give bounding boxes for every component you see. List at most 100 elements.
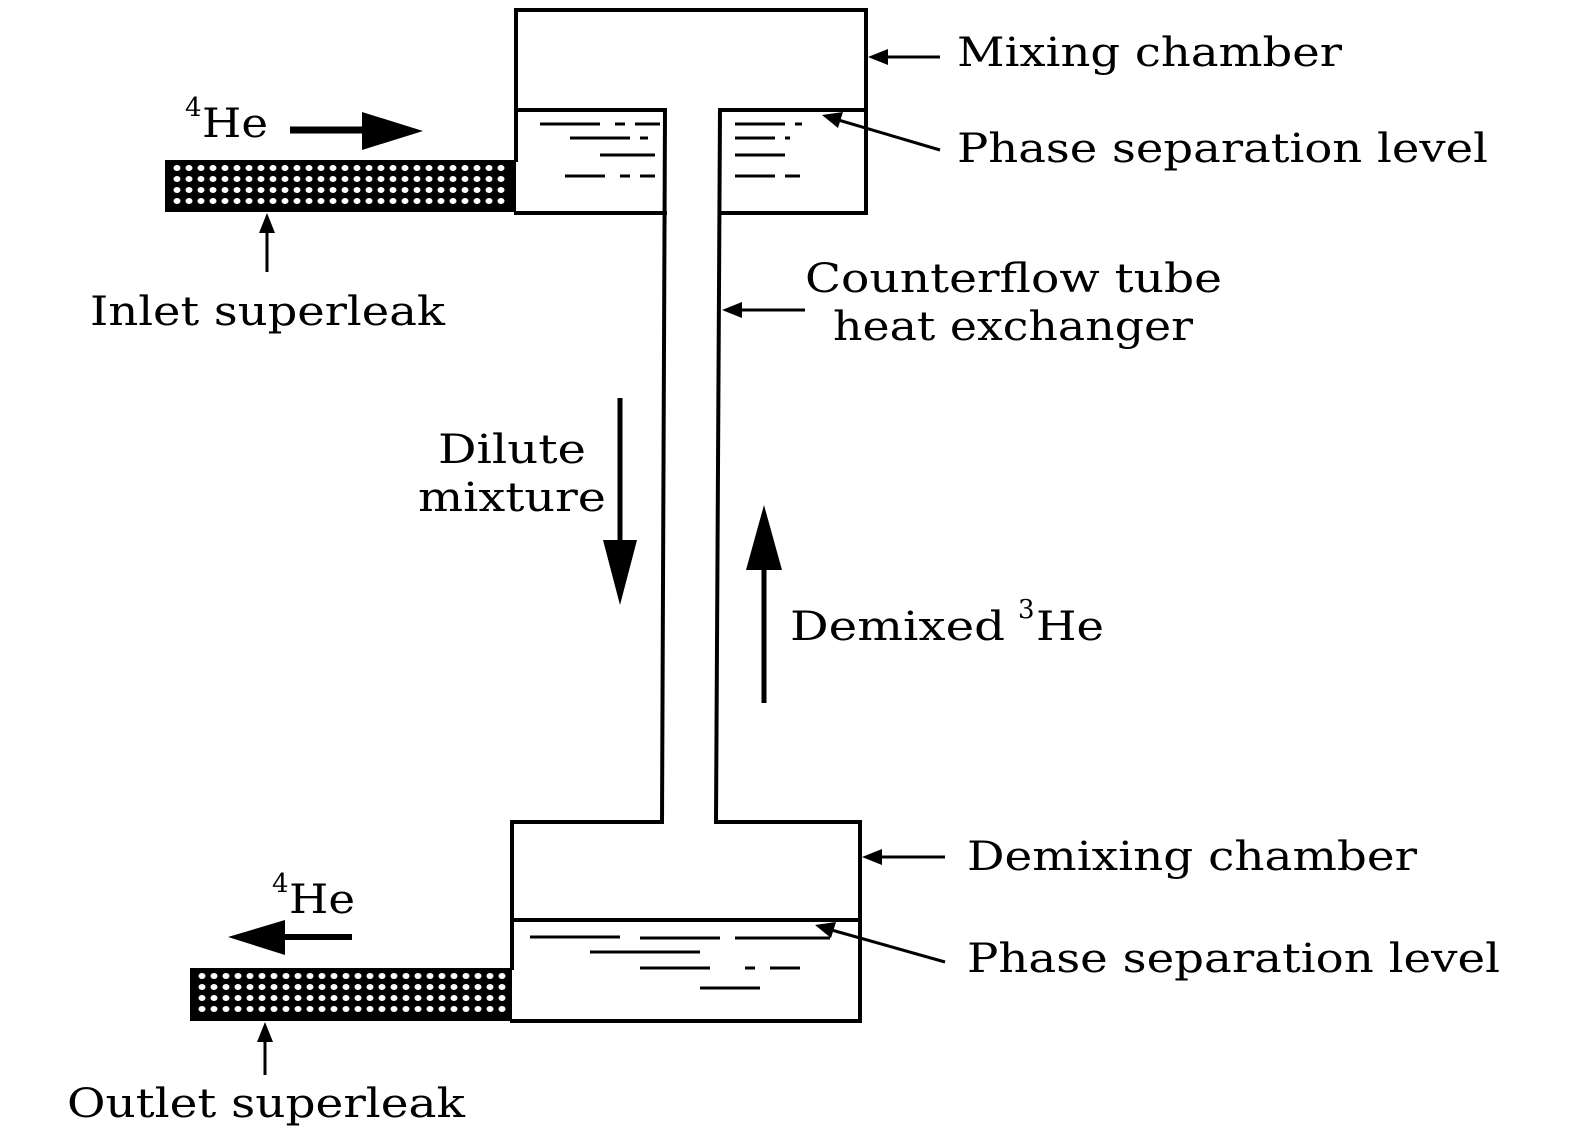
superleak-pore (257, 176, 265, 182)
superleak-pore (233, 198, 241, 204)
superleak-pore (414, 1006, 422, 1012)
superleak-pore (269, 187, 277, 193)
superleak-pore (209, 165, 217, 171)
liquid-lines-top (540, 122, 802, 178)
superleak-pore (222, 973, 230, 979)
superleak-pore (425, 165, 433, 171)
superleak-pore (402, 973, 410, 979)
superleak-pore (246, 995, 254, 1001)
superleak-pore (198, 1006, 206, 1012)
superleak-pore (413, 187, 421, 193)
superleak-pore (329, 187, 337, 193)
superleak-pore (437, 176, 445, 182)
superleak-pore (377, 165, 385, 171)
superleak-pore (413, 176, 421, 182)
superleak-pore (330, 984, 338, 990)
superleak-pore (305, 198, 313, 204)
superleak-pore (437, 187, 445, 193)
superleak-pore (498, 984, 506, 990)
superleak-pore (366, 984, 374, 990)
label-dilute-line1: Dilute (438, 427, 586, 473)
superleak-pore (390, 1006, 398, 1012)
superleak-pore (438, 995, 446, 1001)
superleak-pore (366, 995, 374, 1001)
superleak-pore (185, 198, 193, 204)
label-phase-separation-bottom: Phase separation level (967, 936, 1500, 982)
superleak-pore (293, 165, 301, 171)
superleak-pore (305, 187, 313, 193)
superleak-pore (341, 198, 349, 204)
demixing-chamber (510, 820, 862, 1023)
superleak-pore (197, 165, 205, 171)
superleak-pore (354, 995, 362, 1001)
superleak-pore (401, 187, 409, 193)
superleak-pore (317, 187, 325, 193)
superleak-pore (197, 187, 205, 193)
superleak-pore (473, 176, 481, 182)
superleak-pore (389, 165, 397, 171)
superleak-pore (330, 995, 338, 1001)
superleak-pore (293, 176, 301, 182)
superleak-pore (389, 187, 397, 193)
superleak-pore (413, 198, 421, 204)
superleak-pore (462, 1006, 470, 1012)
superleak-pore (402, 984, 410, 990)
superleak-pore (402, 1006, 410, 1012)
superleak-pore (366, 973, 374, 979)
superleak-pore (221, 176, 229, 182)
superleak-pore (437, 198, 445, 204)
superleak-pore (425, 176, 433, 182)
superleak-pore (270, 973, 278, 979)
superleak-pore (390, 995, 398, 1001)
superleak-pore (341, 165, 349, 171)
superleak-pore (425, 187, 433, 193)
superleak-pore (282, 1006, 290, 1012)
superleak-pore (438, 973, 446, 979)
superleak-pore (461, 165, 469, 171)
superleak-pore (258, 984, 266, 990)
superleak-pore (365, 176, 373, 182)
superleak-pore (281, 198, 289, 204)
superleak-pore (485, 165, 493, 171)
superleak-pore (450, 1006, 458, 1012)
superleak-pore (474, 1006, 482, 1012)
superleak-pore (449, 176, 457, 182)
superleak-pore (281, 165, 289, 171)
superleak-pore (257, 165, 265, 171)
leader-arrows (257, 49, 946, 1075)
superleak-pore (449, 187, 457, 193)
superleak-pore (461, 176, 469, 182)
superleak-pore (210, 995, 218, 1001)
superleak-pore (257, 187, 265, 193)
superleak-pore (318, 984, 326, 990)
superleak-pore (437, 165, 445, 171)
superleak-pore (498, 1006, 506, 1012)
superleak-pore (342, 973, 350, 979)
superleak-pore (173, 165, 181, 171)
superleak-pore (198, 995, 206, 1001)
label-counterflow-line1: Counterflow tube (805, 256, 1222, 302)
superleak-pore (270, 984, 278, 990)
label-demixed-superscript: 3 (1018, 595, 1035, 625)
superleak-pore (245, 198, 253, 204)
superleak-pore (294, 984, 302, 990)
inlet-superleak-porous-plug (165, 160, 516, 212)
superleak-pore (486, 973, 494, 979)
superleak-pore (353, 187, 361, 193)
superleak-pore (450, 984, 458, 990)
superleak-pore (294, 995, 302, 1001)
superleak-pore (474, 973, 482, 979)
label-he4-in: He (202, 101, 268, 147)
superleak-pore (377, 176, 385, 182)
label-dilute-line2: mixture (418, 475, 606, 521)
superleak-pore (426, 1006, 434, 1012)
superleak-pore (246, 973, 254, 979)
superleak-pore (234, 1006, 242, 1012)
superleak-pore (497, 187, 505, 193)
superleak-pore (354, 1006, 362, 1012)
superleak-pore (438, 1006, 446, 1012)
superleak-pore (449, 198, 457, 204)
superleak-pore (426, 995, 434, 1001)
superleak-pore (317, 176, 325, 182)
